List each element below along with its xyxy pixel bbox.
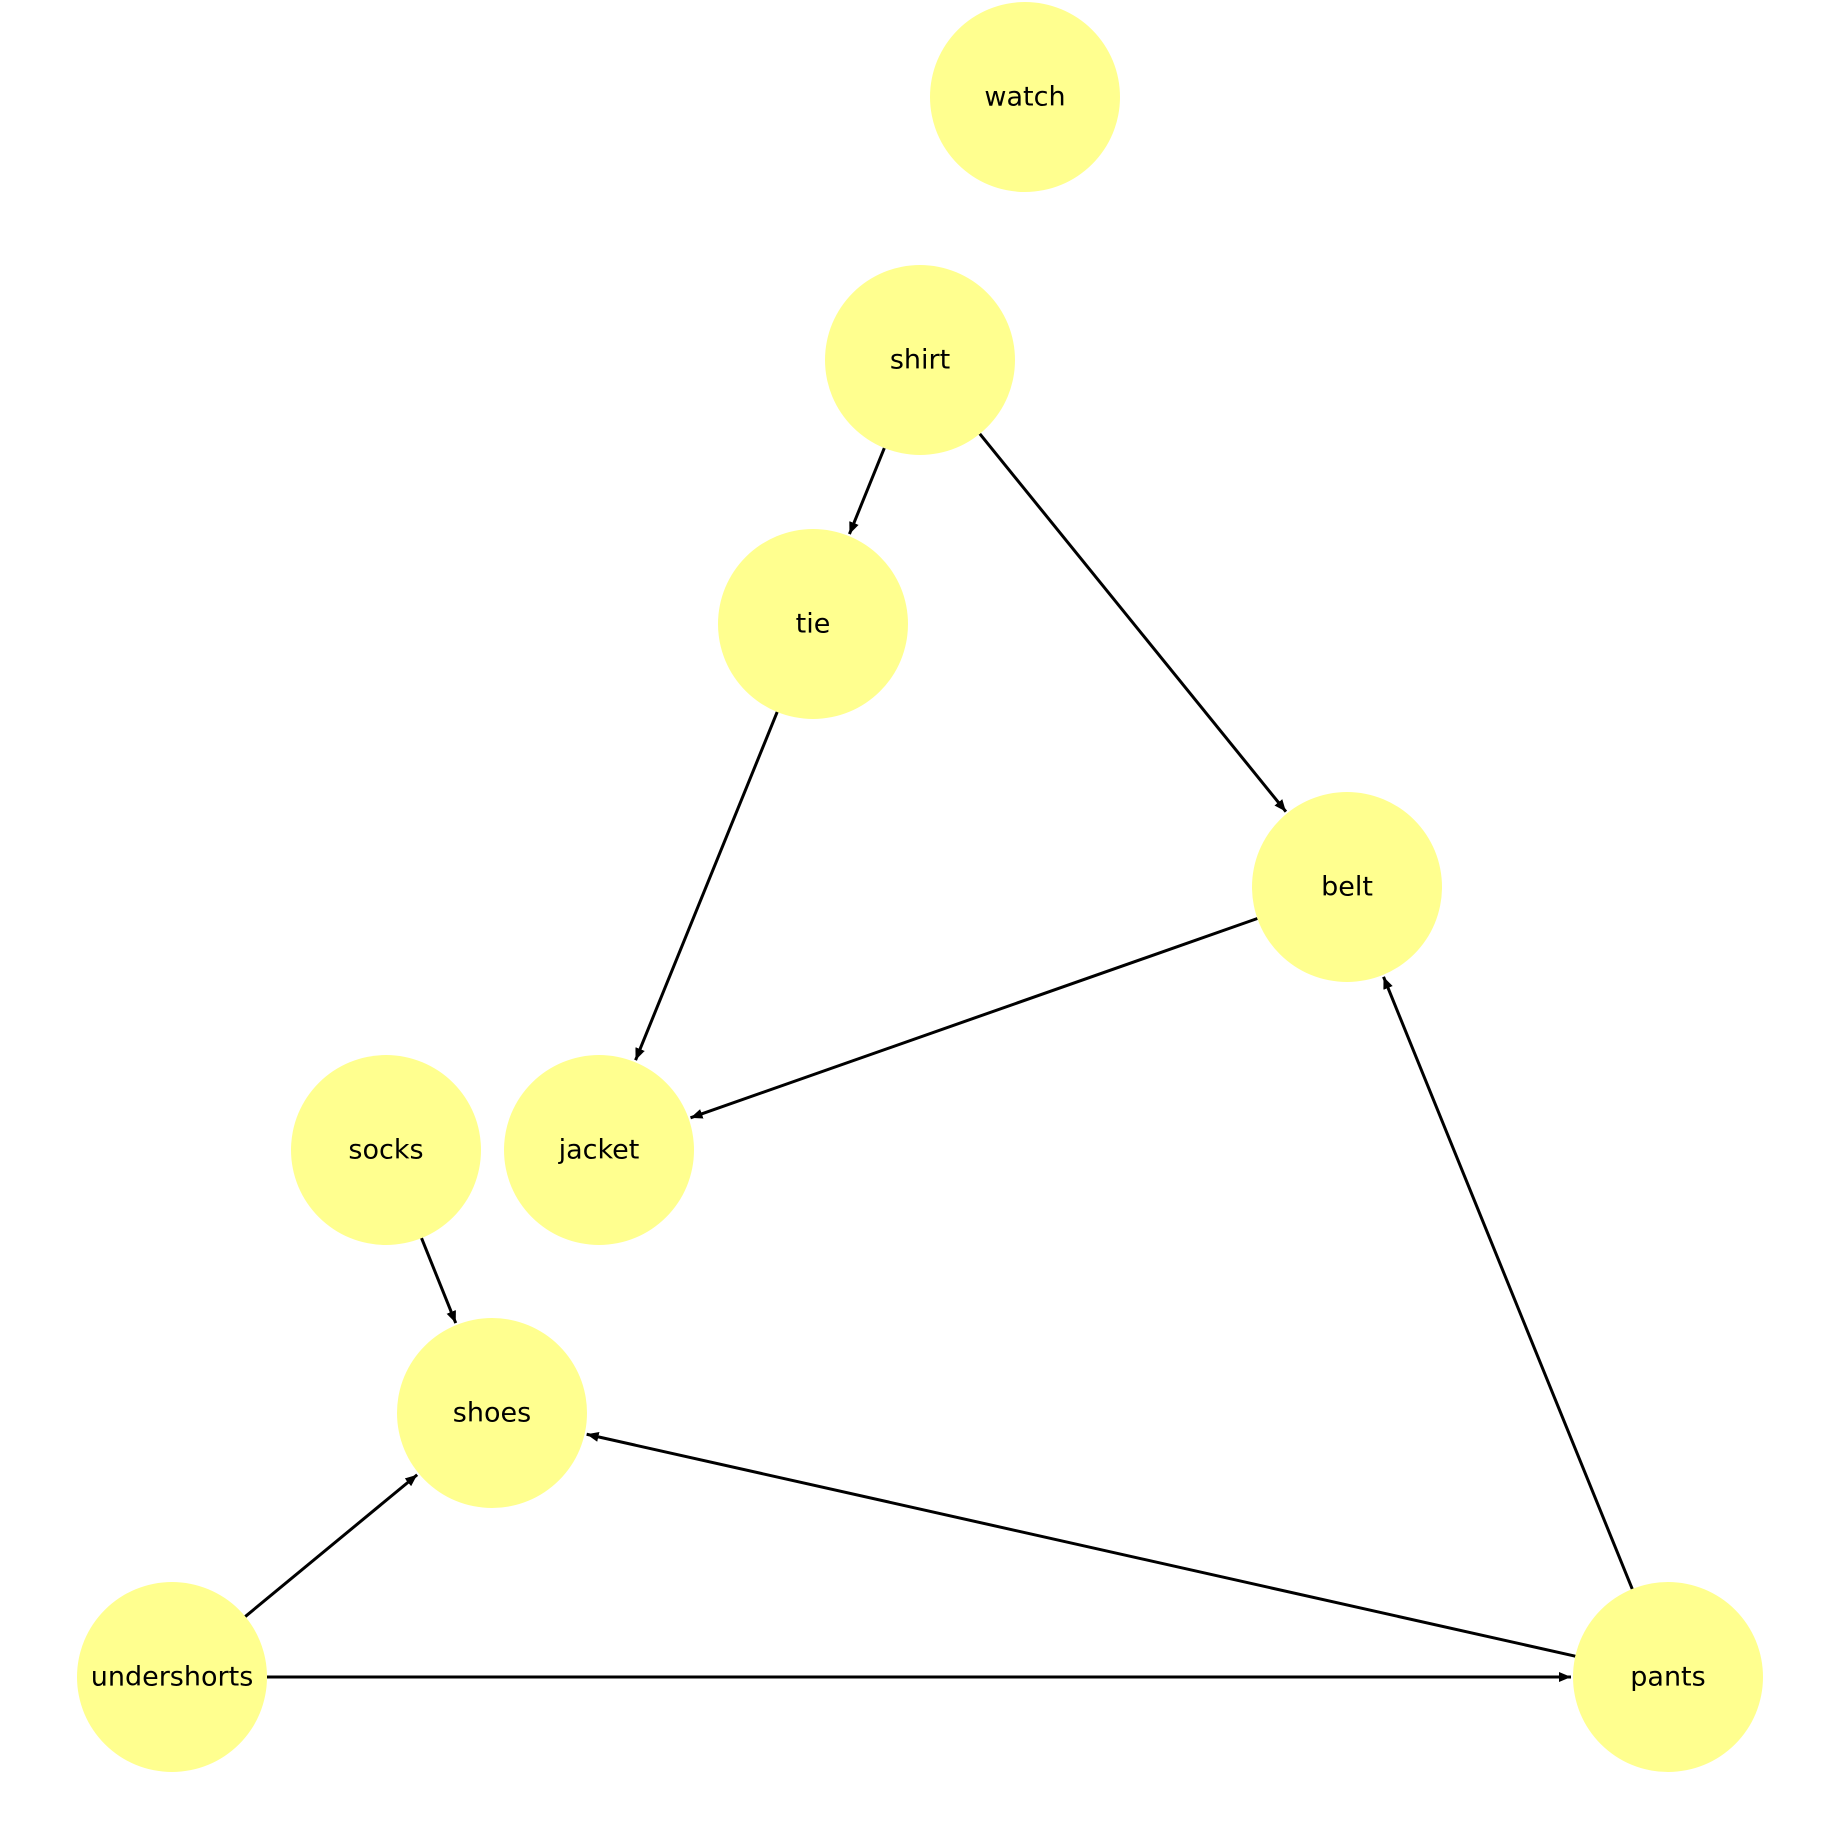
node-circle-jacket [504, 1055, 694, 1245]
edge-pants-to-belt [1382, 976, 1634, 1590]
node-label-pants: pants [1630, 1662, 1705, 1693]
node-label-jacket: jacket [558, 1135, 640, 1166]
node-circle-pants [1573, 1582, 1763, 1772]
edge-belt-to-jacket [690, 917, 1258, 1120]
node-label-shoes: shoes [453, 1398, 531, 1429]
node-watch: watch [930, 2, 1120, 192]
node-undershorts: undershorts [77, 1582, 267, 1772]
node-circle-undershorts [77, 1582, 267, 1772]
node-circle-shoes [397, 1318, 587, 1508]
edge-socks-to-shoes [420, 1237, 458, 1324]
node-shirt: shirt [825, 265, 1015, 455]
node-circle-belt [1252, 792, 1442, 982]
edge-shirt-to-tie [848, 447, 886, 535]
node-tie: tie [718, 529, 908, 719]
edges-layer [244, 432, 1634, 1682]
edge-pants-to-shoes [586, 1431, 1576, 1658]
node-label-watch: watch [984, 82, 1065, 113]
node-circle-tie [718, 529, 908, 719]
edge-tie-to-jacket [634, 711, 779, 1061]
node-circle-watch [930, 2, 1120, 192]
edge-shirt-to-belt [978, 432, 1288, 813]
node-belt: belt [1252, 792, 1442, 982]
node-jacket: jacket [504, 1055, 694, 1245]
node-shoes: shoes [397, 1318, 587, 1508]
node-circle-shirt [825, 265, 1015, 455]
edge-undershorts-to-shoes [244, 1473, 419, 1618]
nodes-layer: watch shirt tie belt socks jacket shoes undersh… [77, 2, 1763, 1772]
node-circle-socks [291, 1055, 481, 1245]
node-socks: socks [291, 1055, 481, 1245]
node-label-tie: tie [796, 609, 831, 640]
node-label-belt: belt [1321, 872, 1373, 903]
node-pants: pants [1573, 1582, 1763, 1772]
node-label-socks: socks [348, 1135, 423, 1166]
node-label-undershorts: undershorts [91, 1662, 254, 1693]
node-label-shirt: shirt [890, 345, 950, 376]
